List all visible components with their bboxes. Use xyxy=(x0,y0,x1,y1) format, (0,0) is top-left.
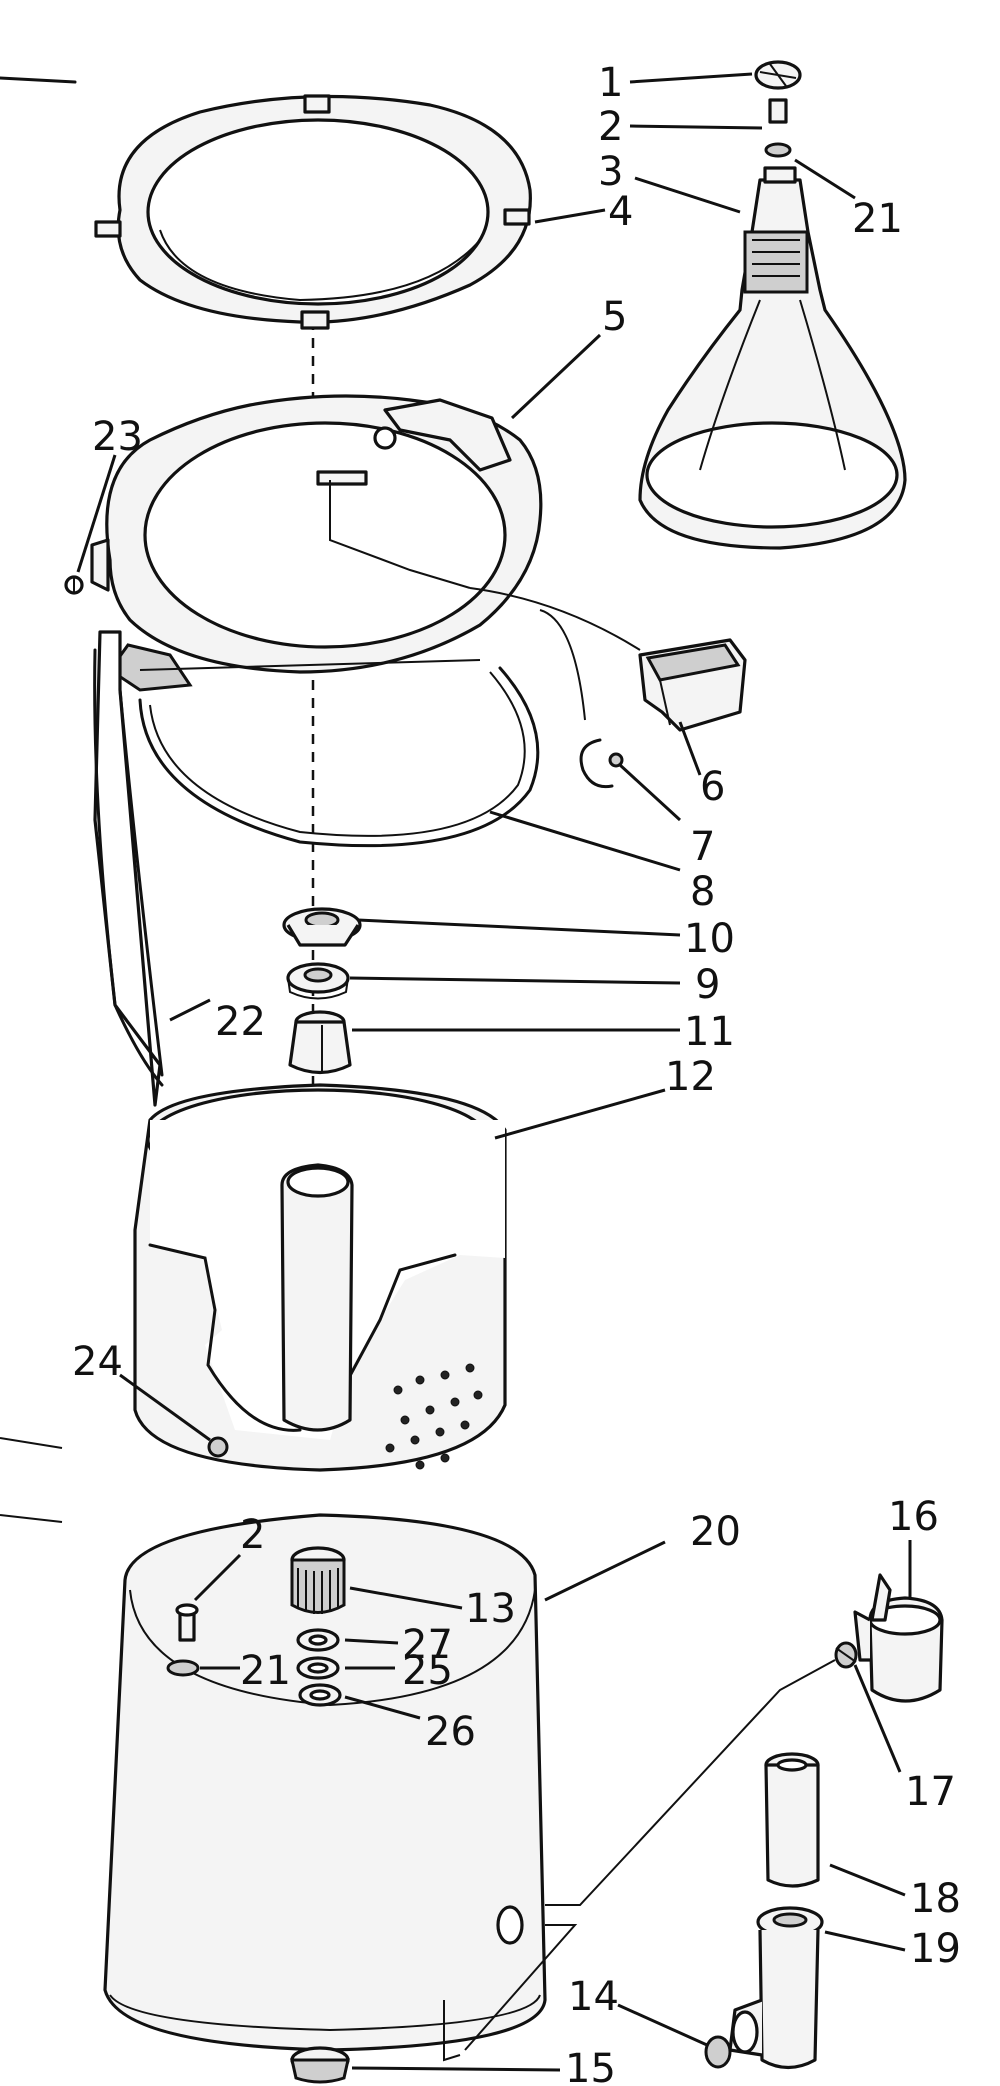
callout-24: 24 xyxy=(72,1339,123,1385)
callout-21-bottom: 21 xyxy=(240,1648,291,1694)
drive-hub xyxy=(288,1010,352,1075)
spin-nut xyxy=(282,907,362,947)
pump-gear xyxy=(290,1546,346,1614)
callout-14: 14 xyxy=(568,1974,619,2020)
clip xyxy=(579,738,624,789)
cover-wires xyxy=(329,480,641,721)
callout-20: 20 xyxy=(690,1509,741,1555)
drain-hose xyxy=(443,1659,836,2062)
callout-3: 3 xyxy=(598,149,623,195)
callout-10: 10 xyxy=(684,916,735,962)
callout-13: 13 xyxy=(465,1586,516,1632)
callout-4: 4 xyxy=(608,189,633,235)
bearing-washer xyxy=(296,1628,340,1652)
tub-bolt xyxy=(175,1603,199,1642)
drain-cap xyxy=(704,2035,732,2069)
callout-25: 25 xyxy=(402,1648,453,1694)
callout-2-top: 2 xyxy=(598,104,623,150)
pump-motor xyxy=(853,1573,944,1703)
agitator-bolt xyxy=(768,98,788,124)
callout-26: 26 xyxy=(425,1709,476,1755)
callout-27: 27 xyxy=(402,1622,453,1668)
tub-ring xyxy=(94,94,532,330)
leader-lines xyxy=(76,72,912,2072)
callout-2-bottom: 2 xyxy=(240,1512,265,1558)
basket-nut xyxy=(207,1436,229,1458)
callout-8: 8 xyxy=(690,869,715,915)
spin-basket xyxy=(133,1083,507,1472)
callout-12: 12 xyxy=(665,1054,716,1100)
callout-22: 22 xyxy=(215,999,266,1045)
callout-23: 23 xyxy=(92,414,143,460)
callout-16: 16 xyxy=(888,1494,939,1540)
callout-15: 15 xyxy=(565,2046,616,2086)
callout-labels: 1 2 3 21 4 5 23 6 7 8 10 9 11 22 12 24 1… xyxy=(72,60,961,2086)
callout-6: 6 xyxy=(700,764,725,810)
callout-1: 1 xyxy=(598,60,623,106)
small-screw xyxy=(64,575,84,595)
tub-cover xyxy=(90,394,543,692)
hose-clamp xyxy=(834,1641,858,1669)
bearing-ring xyxy=(298,1683,342,1707)
callout-5: 5 xyxy=(602,294,627,340)
callout-11: 11 xyxy=(684,1009,735,1055)
callout-7: 7 xyxy=(690,824,715,870)
tub-shield xyxy=(93,630,164,1107)
agitator-cap xyxy=(754,60,802,90)
seal-ring xyxy=(296,1656,340,1680)
outer-tub xyxy=(103,1513,547,2052)
callout-9: 9 xyxy=(695,962,720,1008)
elbow-fitting xyxy=(728,1906,824,2070)
tub-gasket xyxy=(138,666,540,848)
agitator-washer xyxy=(764,142,792,158)
tub-washer xyxy=(166,1659,200,1677)
callout-17: 17 xyxy=(905,1769,956,1815)
drain-pipe xyxy=(764,1752,820,1888)
seal-washer xyxy=(286,962,350,1000)
callout-18: 18 xyxy=(910,1876,961,1922)
callout-21-top: 21 xyxy=(852,196,903,242)
callout-19: 19 xyxy=(910,1926,961,1972)
agitator xyxy=(638,166,907,550)
edge-marks xyxy=(0,76,77,1523)
switch-block xyxy=(638,638,747,732)
tub-foot xyxy=(290,2046,350,2084)
